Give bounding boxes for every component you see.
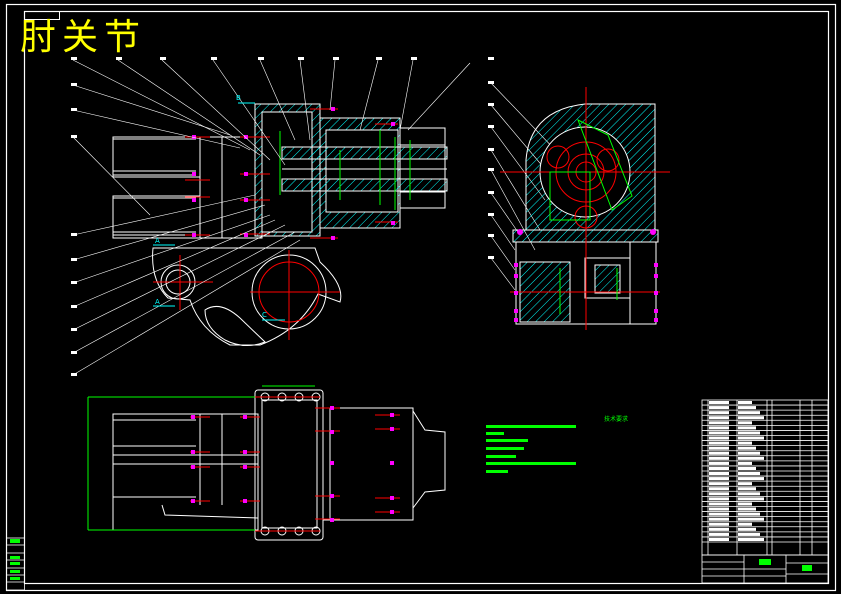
revision-table-text <box>10 539 20 580</box>
parts-list-cell-name <box>709 502 729 506</box>
parts-list-cell-code <box>738 461 752 465</box>
front-view-dimensions <box>279 130 411 210</box>
parts-list-cell-name <box>709 466 729 470</box>
parts-list-cell-name <box>709 512 729 516</box>
revision-table <box>6 537 25 591</box>
drawing-title: 肘关节 <box>20 17 147 58</box>
parts-list-cell-code <box>738 517 764 521</box>
parts-list-cell-name <box>709 532 729 536</box>
parts-list-cell-name <box>709 522 729 526</box>
parts-list-cell-code <box>738 401 752 405</box>
side-view-dimensions <box>549 118 633 314</box>
parts-list-cell-code <box>738 421 752 425</box>
title-block-drawing-number <box>802 565 812 571</box>
parts-list-cell-name <box>709 461 729 465</box>
parts-list-cell-code <box>738 492 760 496</box>
parts-list-cell-code <box>738 497 764 501</box>
parts-list-cell-code <box>738 537 764 541</box>
parts-list-cell-name <box>709 406 729 410</box>
parts-list-cell-code <box>738 456 764 460</box>
parts-list-cell-code <box>738 482 752 486</box>
parts-list-cell-name <box>709 401 729 405</box>
parts-list-cell-code <box>738 436 764 440</box>
notes-heading: 技术要求 <box>604 415 628 423</box>
parts-list-cell-code <box>738 406 756 410</box>
top-view-bolts <box>191 406 394 522</box>
section-label-a-top: A <box>155 237 160 245</box>
parts-list-cell-name <box>709 446 729 450</box>
parts-list-cell-name <box>709 441 729 445</box>
parts-list-cell-name <box>709 517 729 521</box>
front-section-view <box>112 103 448 346</box>
parts-list-cell-code <box>738 532 760 536</box>
section-label-c: C <box>262 311 267 319</box>
parts-list-cell-code <box>738 527 756 531</box>
title-block-drawing-name <box>759 559 771 565</box>
parts-list-cell-name <box>709 482 729 486</box>
parts-list-cell-name <box>709 527 729 531</box>
parts-list-cell-name <box>709 416 729 420</box>
parts-list-cell-code <box>738 502 752 506</box>
parts-list-cell-name <box>709 497 729 501</box>
parts-list-cell-name <box>709 492 729 496</box>
technical-notes <box>486 425 576 473</box>
parts-list-cell-code <box>738 431 760 435</box>
leader-lines <box>72 59 561 376</box>
parts-list-cell-code <box>738 426 756 430</box>
section-label-a-bottom: A <box>155 298 160 306</box>
top-view <box>112 389 446 541</box>
title-block <box>701 554 829 584</box>
parts-list-cell-name <box>709 456 729 460</box>
parts-list-cell-name <box>709 421 729 425</box>
parts-list-cell-name <box>709 451 729 455</box>
parts-list-cell-code <box>738 466 756 470</box>
front-view-bolts <box>192 107 395 240</box>
parts-list-cell-name <box>709 431 729 435</box>
parts-list-cell-name <box>709 411 729 415</box>
parts-list-cell-name <box>709 436 729 440</box>
parts-list-cell-name <box>709 477 729 481</box>
parts-list-cell-code <box>738 487 756 491</box>
parts-list-cell-code <box>738 507 756 511</box>
side-view-gears <box>500 87 670 330</box>
section-markers <box>153 102 285 321</box>
parts-list-cell-code <box>738 416 764 420</box>
parts-list-cell-name <box>709 426 729 430</box>
parts-list-cell-code <box>738 411 760 415</box>
section-label-b: B <box>236 94 241 102</box>
parts-list-table <box>701 399 829 556</box>
parts-list-cell-name <box>709 487 729 491</box>
parts-list-cell-code <box>738 512 760 516</box>
side-view-bolts <box>514 229 658 322</box>
part-number-balloons <box>71 57 494 376</box>
parts-list-cell-code <box>738 446 756 450</box>
parts-list-cell-name <box>709 472 729 476</box>
parts-list-cell-name <box>709 507 729 511</box>
parts-list-cell-code <box>738 477 764 481</box>
corner-title-box <box>24 11 60 20</box>
inner-frame <box>23 10 830 585</box>
top-view-dimensions <box>87 385 315 531</box>
parts-list-cell-code <box>738 451 760 455</box>
outer-frame <box>5 3 837 592</box>
parts-list-cell-code <box>738 441 752 445</box>
parts-list-cell-code <box>738 472 760 476</box>
parts-list-cell-name <box>709 537 729 541</box>
parts-list-cell-code <box>738 522 752 526</box>
